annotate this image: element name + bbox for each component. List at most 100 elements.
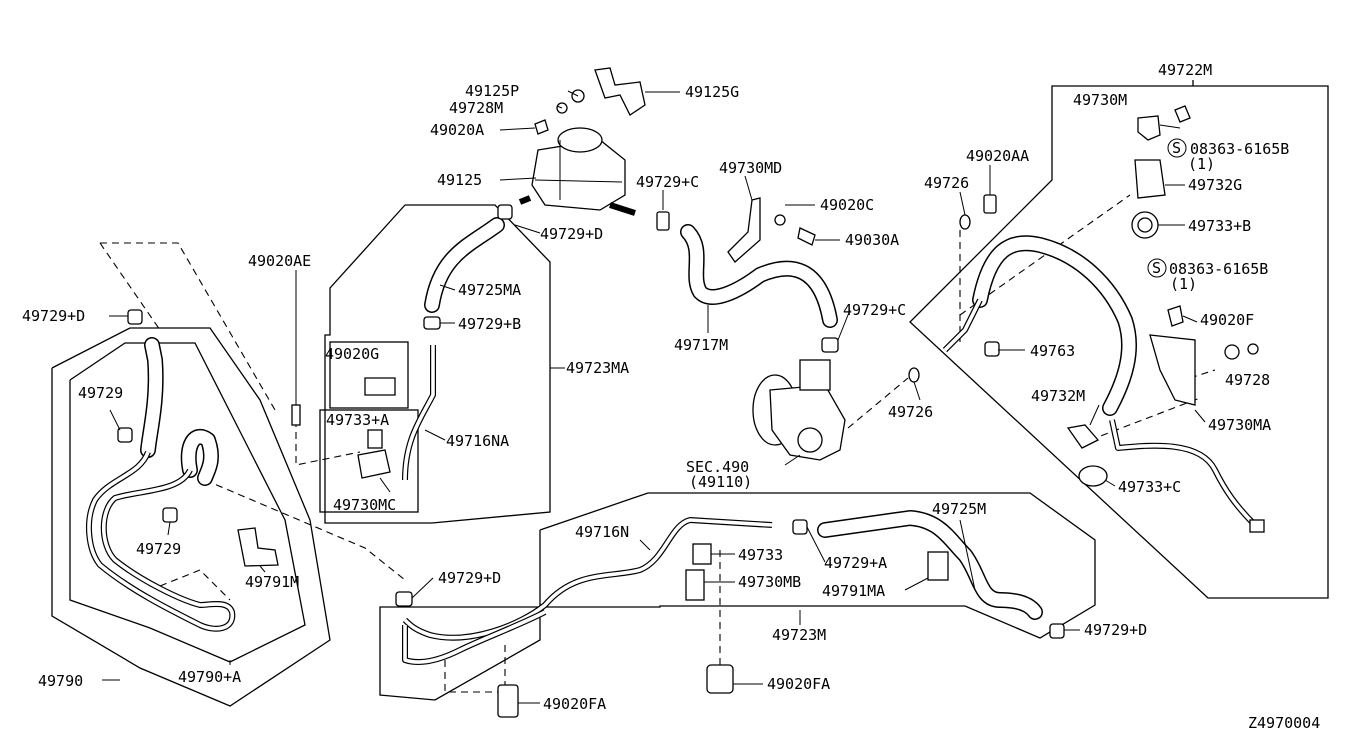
label-49726-a: 49726 xyxy=(924,174,969,192)
fitting-end xyxy=(1249,519,1265,533)
label-49020FA-a: 49020FA xyxy=(767,675,830,693)
outline-49722M xyxy=(909,80,1329,599)
diagram-id: Z4970004 xyxy=(1248,714,1320,732)
label-49728M: 49728M xyxy=(449,99,503,117)
bracket-49732G xyxy=(1134,159,1166,199)
ref-line-49732G xyxy=(959,194,1131,316)
label-49125P: 49125P xyxy=(465,82,519,100)
bolt-08363-a xyxy=(1174,105,1191,123)
label-49030A: 49030A xyxy=(845,231,899,249)
pipe-49716NA xyxy=(402,345,436,481)
label-08363-b-qty: (1) xyxy=(1170,275,1197,293)
label-49733C: 49733+C xyxy=(1118,478,1181,496)
label-49020AA: 49020AA xyxy=(966,147,1029,165)
label-08363-a-qty: (1) xyxy=(1188,155,1215,173)
bracket-49020G xyxy=(364,377,396,396)
label-49763: 49763 xyxy=(1030,342,1075,360)
bolt-08363-b xyxy=(1167,305,1184,327)
label-49729D-mid: 49729+D xyxy=(438,569,501,587)
grommet-49733C xyxy=(1078,465,1108,487)
clamp-49729D-left xyxy=(127,309,143,325)
washer-49728 xyxy=(1247,343,1259,355)
bracket-49730M xyxy=(1137,115,1161,141)
label-49729C-a: 49729+C xyxy=(636,173,699,191)
label-49790: 49790 xyxy=(38,672,83,690)
label-49730MC: 49730MC xyxy=(333,496,396,514)
ref-line-49020FA-left xyxy=(444,640,506,693)
label-49733: 49733 xyxy=(738,546,783,564)
label-49729D-top: 49729+D xyxy=(540,225,603,243)
bracket-49020FA-b xyxy=(497,684,519,718)
bolt-49020AA xyxy=(983,194,997,214)
label-08363-a: 08363-6165B xyxy=(1190,140,1289,158)
clamp-49729D-top xyxy=(497,204,513,220)
ref-line-left xyxy=(100,242,276,411)
ref-line-sec490 xyxy=(847,377,909,429)
label-49729D-right: 49729+D xyxy=(1084,621,1147,639)
bracket-49791MA xyxy=(927,551,949,581)
label-49730M: 49730M xyxy=(1073,91,1127,109)
label-49791MA: 49791MA xyxy=(822,582,885,600)
label-49125: 49125 xyxy=(437,171,482,189)
label-49729A: 49729+A xyxy=(824,554,887,572)
hose-49722M xyxy=(972,235,1138,416)
label-49020G: 49020G xyxy=(325,345,379,363)
label-49791M: 49791M xyxy=(245,573,299,591)
label-49723M: 49723M xyxy=(772,626,826,644)
power-steering-pump xyxy=(752,359,846,461)
label-49729C-b: 49729+C xyxy=(843,301,906,319)
label-49790A: 49790+A xyxy=(178,668,241,686)
label-49725MA: 49725MA xyxy=(458,281,521,299)
label-49729-b: 49729 xyxy=(136,540,181,558)
bracket-49730MD xyxy=(727,197,761,263)
label-49728: 49728 xyxy=(1225,371,1270,389)
label-49732M: 49732M xyxy=(1031,387,1085,405)
label-49733B: 49733+B xyxy=(1188,217,1251,235)
clamp-49729A xyxy=(792,519,808,535)
ref-line-49020AE xyxy=(295,420,361,466)
label-49125G: 49125G xyxy=(685,83,739,101)
outline-49790 xyxy=(51,327,331,707)
clamp-49729B xyxy=(423,316,441,330)
clamp-49729-a xyxy=(117,427,133,443)
reservoir-tank xyxy=(518,127,636,216)
label-49729D-left: 49729+D xyxy=(22,307,85,325)
label-49733A: 49733+A xyxy=(326,411,389,429)
label-sec490: SEC.490 xyxy=(686,458,749,476)
outline-49730MC xyxy=(319,409,419,513)
label-49722M: 49722M xyxy=(1158,61,1212,79)
washer-49020C xyxy=(774,214,786,226)
label-49020F: 49020F xyxy=(1200,311,1254,329)
outline-49723M xyxy=(379,492,1096,701)
nut-49020F xyxy=(1224,344,1240,360)
label-49732G: 49732G xyxy=(1188,176,1242,194)
clamp-49729-b xyxy=(162,507,178,523)
clip-49733A xyxy=(367,429,383,449)
screw-symbol-b-text: S xyxy=(1152,259,1161,277)
outline-49723MA xyxy=(324,204,551,524)
label-49716N: 49716N xyxy=(575,523,629,541)
label-49716NA: 49716NA xyxy=(446,432,509,450)
bracket-49732M xyxy=(1066,424,1100,449)
screw-symbol-a-text: S xyxy=(1172,139,1181,157)
clip-49733 xyxy=(692,543,712,565)
pipe-49722M-end xyxy=(1109,419,1258,528)
ref-line-49733C xyxy=(1089,397,1201,441)
bolt-49020A xyxy=(534,119,549,135)
washer-49726-a xyxy=(959,214,971,230)
label-49020FA-b: 49020FA xyxy=(543,695,606,713)
outline-49020G xyxy=(329,341,409,409)
bracket-49730MA xyxy=(1149,334,1196,406)
ref-line-49729D-mid xyxy=(204,479,406,581)
label-49730MB: 49730MB xyxy=(738,573,801,591)
label-sec490-sub: (49110) xyxy=(689,473,752,491)
washer-49726-b xyxy=(908,367,920,383)
label-49020A: 49020A xyxy=(430,121,484,139)
label-08363-b: 08363-6165B xyxy=(1169,260,1268,278)
label-49729-a: 49729 xyxy=(78,384,123,402)
label-49725M: 49725M xyxy=(932,500,986,518)
label-49020AE: 49020AE xyxy=(248,252,311,270)
bolt-49030A xyxy=(797,227,816,246)
label-49730MA: 49730MA xyxy=(1208,416,1271,434)
